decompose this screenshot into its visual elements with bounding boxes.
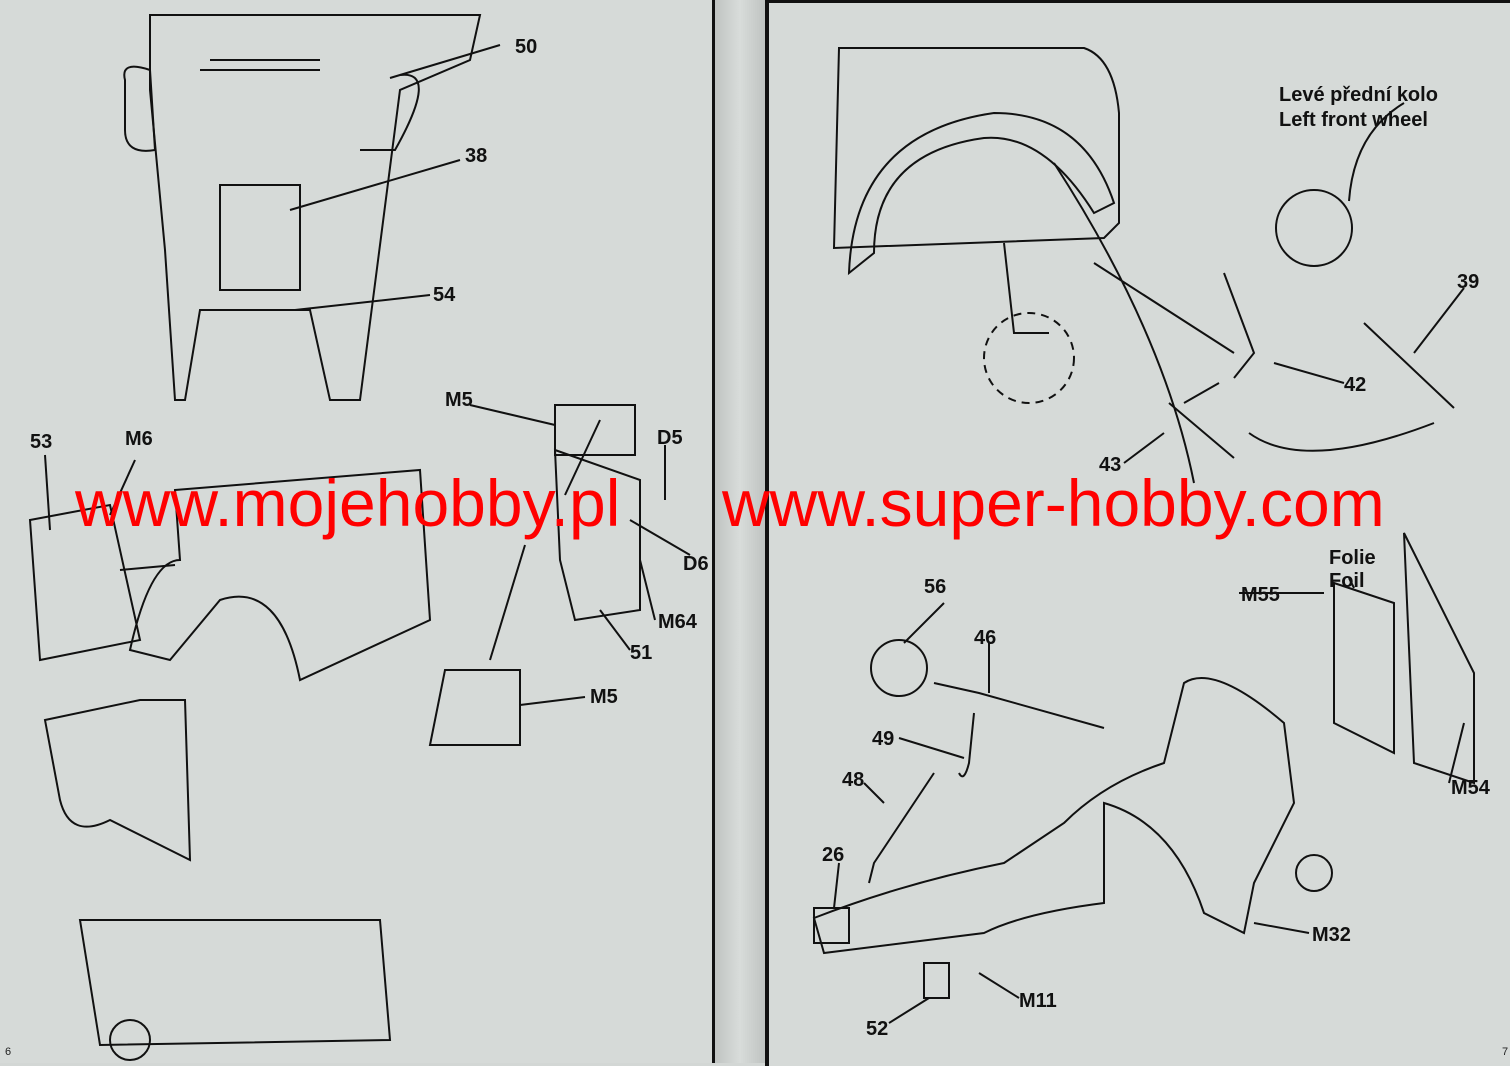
part-label-46: 46 [974,627,997,649]
assembly-diagram-right [812,47,1475,1024]
part-label-52: 52 [866,1018,889,1040]
wheel-caption-cz: Levé přední kolo [1279,84,1438,106]
instruction-page-left: 50 38 54 M5 53 M6 D5 D6 M64 51 M5 6 [0,0,715,1063]
part-label-48: 48 [842,769,865,791]
book-spine [715,0,765,1063]
wheel-caption-en: Left front wheel [1279,109,1428,131]
part-label-26: 26 [822,844,845,866]
part-label-39: 39 [1457,271,1480,293]
part-label-50: 50 [515,36,538,58]
part-label-51: 51 [630,642,653,664]
part-label-m64: M64 [658,611,697,633]
watermark-mojehobby: www.mojehobby.pl [75,466,621,540]
part-label-d5: D5 [657,427,683,449]
part-label-43: 43 [1099,454,1122,476]
part-label-42: 42 [1344,374,1367,396]
part-label-49: 49 [872,728,895,750]
part-label-m6: M6 [125,428,153,450]
part-label-m55: M55 [1241,584,1280,606]
foil-label-cz: Folie [1329,547,1376,569]
watermark-super-hobby: www.super-hobby.com [722,466,1385,540]
part-label-m54: M54 [1451,777,1490,799]
part-label-m32: M32 [1312,924,1351,946]
part-label-53: 53 [30,431,53,453]
part-label-m5-top: M5 [445,389,473,411]
part-label-d6: D6 [683,553,709,575]
part-label-56: 56 [924,576,947,598]
page-number-left: 6 [5,1046,12,1058]
part-label-38: 38 [465,145,488,167]
instruction-page-right: Levé přední kolo Left front wheel 39 42 … [765,0,1510,1066]
part-label-54: 54 [433,284,456,306]
part-label-m11: M11 [1019,990,1057,1012]
part-label-m5-bottom: M5 [590,686,618,708]
page-number-right: 7 [1502,1046,1509,1058]
assembly-diagram-left [28,14,691,1061]
foil-label-en: Foil [1329,570,1365,592]
